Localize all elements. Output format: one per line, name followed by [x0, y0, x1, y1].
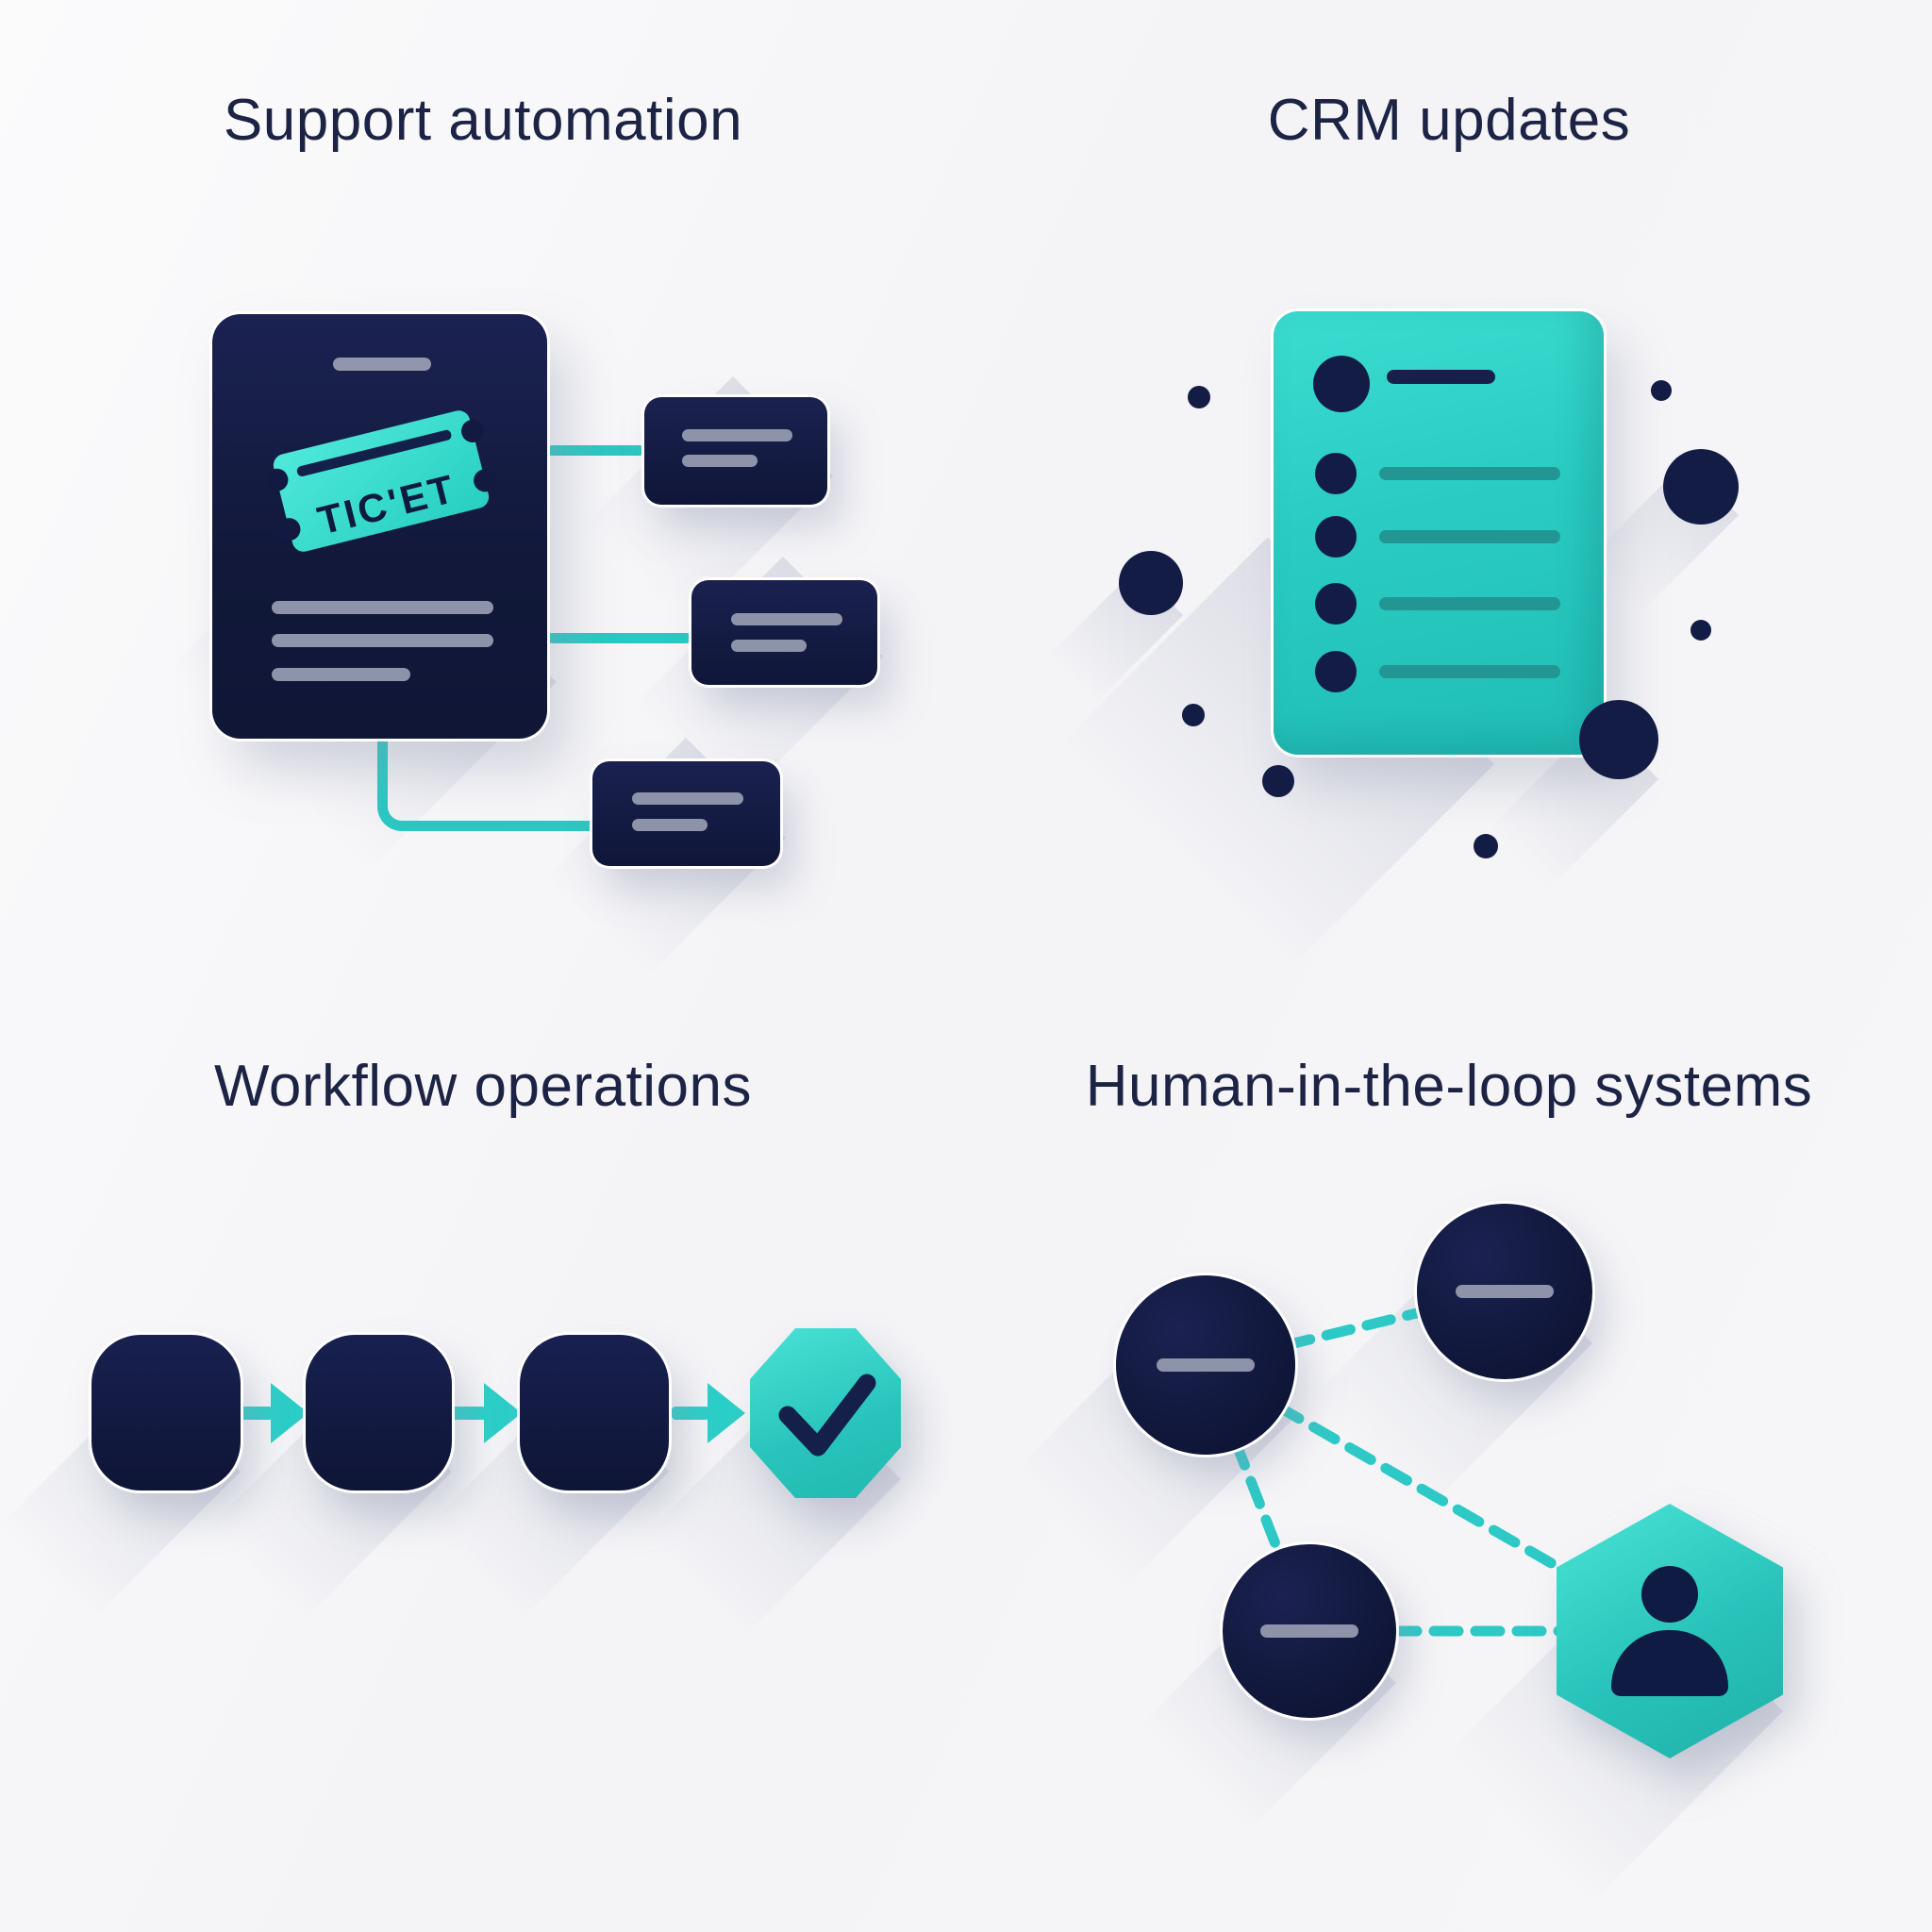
panel-human-in-the-loop: Human-in-the-loop systems: [955, 966, 1932, 1932]
list-bullet: [1315, 516, 1357, 558]
list-line: [1379, 665, 1560, 678]
panel-title-crm-updates: CRM updates: [1267, 88, 1631, 153]
ticket-card: TIC'ET: [212, 314, 547, 739]
success-octagon: [750, 1328, 901, 1498]
connector-elbow-bottom: [377, 738, 603, 831]
workflow-step-2: [306, 1335, 452, 1491]
workflow-step-3: [520, 1335, 669, 1491]
list-line: [1379, 530, 1560, 543]
octagon-shape: [750, 1328, 901, 1498]
list-bullet: [1315, 651, 1357, 692]
panel-title-workflow-operations: Workflow operations: [213, 1054, 753, 1119]
agent-node: [1223, 1544, 1396, 1718]
node-text-line: [632, 792, 743, 805]
node-text-line: [731, 640, 807, 652]
person-head: [1641, 1566, 1698, 1623]
human-hexagon: [1557, 1504, 1783, 1758]
card-header-bar: [333, 358, 431, 371]
decor-dot: [1579, 700, 1658, 779]
agent-node: [1417, 1204, 1592, 1379]
flow-arrow-icon: [235, 1383, 308, 1443]
person-icon: [1611, 1566, 1728, 1696]
panel-crm-updates: CRM updates: [966, 0, 1932, 1044]
node-dash: [1157, 1358, 1255, 1372]
panel-workflow-operations: Workflow operations: [0, 966, 966, 1932]
node-text-line: [682, 429, 792, 441]
workflow-step-1: [92, 1335, 241, 1491]
checkmark-icon: [778, 1374, 876, 1457]
node-text-line: [682, 455, 758, 467]
linked-node-top: [644, 397, 827, 505]
node-text-line: [731, 613, 842, 625]
ticket-icon: TIC'ET: [265, 410, 497, 552]
panel-title-support-automation: Support automation: [223, 88, 743, 153]
node-text-line: [632, 819, 708, 831]
agent-node: [1116, 1275, 1295, 1455]
flow-arrow-icon: [672, 1383, 745, 1443]
decor-dot: [1651, 380, 1672, 401]
hexagon-shape: [1557, 1504, 1783, 1758]
connector-line-top: [547, 445, 644, 456]
decor-dot: [1119, 551, 1183, 615]
list-line: [1379, 597, 1560, 610]
list-bullet: [1315, 453, 1357, 494]
card-text-line: [272, 601, 493, 614]
person-body: [1611, 1630, 1728, 1696]
decor-dot: [1663, 449, 1739, 525]
node-dash: [1260, 1624, 1358, 1638]
crm-document: [1274, 311, 1604, 755]
list-bullet: [1313, 356, 1370, 412]
node-dash: [1456, 1285, 1554, 1298]
panel-support-automation: Support automation: [0, 0, 966, 1024]
card-text-line: [272, 634, 493, 647]
decor-dot: [1182, 704, 1205, 726]
flow-arrow-icon: [448, 1383, 522, 1443]
connector-line-middle: [547, 633, 691, 643]
decor-dot: [1690, 620, 1711, 641]
panel-title-human-in-the-loop: Human-in-the-loop systems: [1085, 1054, 1813, 1119]
decor-dot: [1188, 386, 1210, 408]
linked-node-middle: [691, 580, 877, 685]
list-line: [1379, 467, 1560, 480]
linked-node-bottom: [592, 761, 780, 866]
list-title-line: [1387, 370, 1495, 384]
decor-dot: [1262, 765, 1294, 797]
list-bullet: [1315, 583, 1357, 625]
card-text-line: [272, 668, 410, 681]
decor-dot: [1474, 834, 1498, 858]
